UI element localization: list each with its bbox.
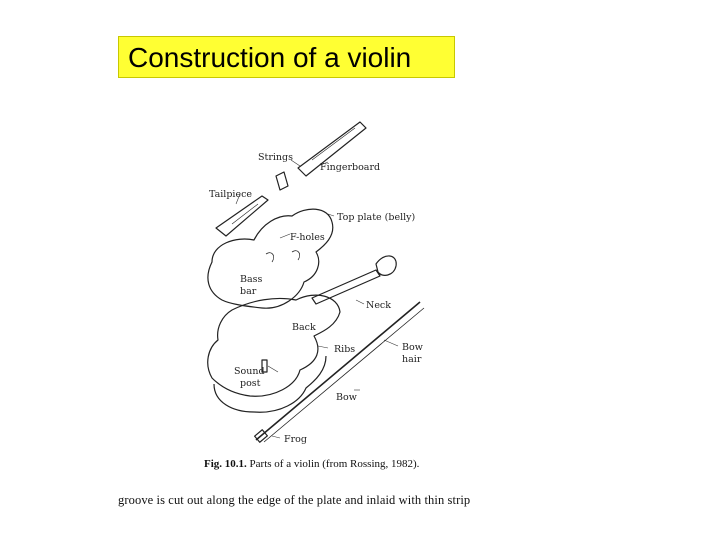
label-tailpiece: Tailpiece (209, 189, 252, 200)
bow-hair-line (263, 307, 425, 443)
caption-number: Fig. 10.1. (204, 458, 247, 470)
tailpiece-shape (215, 195, 269, 237)
label-bass-bar-line1: Bass (240, 274, 263, 285)
label-bow-hair-line2: hair (402, 354, 422, 365)
neck-shape (311, 269, 381, 305)
label-bow-hair-line1: Bow (402, 342, 423, 353)
label-sound-post-line1: Sound (234, 366, 265, 377)
top-plate-shape (207, 208, 334, 309)
figure-caption: Fig. 10.1. Parts of a violin (from Rossi… (204, 458, 419, 470)
label-neck: Neck (366, 300, 391, 311)
label-f-holes: F-holes (290, 232, 325, 243)
bow-stick (255, 301, 421, 441)
label-bow: Bow (336, 392, 357, 403)
back-plate-shape (207, 294, 341, 397)
ribs-shape (213, 355, 327, 413)
fingerboard-shape (297, 121, 367, 177)
caption-text: Parts of a violin (from Rossing, 1982). (249, 458, 420, 470)
frog-shape (253, 429, 269, 443)
slide-title: Construction of a violin (118, 36, 455, 78)
label-sound-post-line2: post (240, 378, 261, 389)
scroll-shape (375, 255, 397, 276)
label-frog: Frog (284, 434, 307, 445)
strings-piece (275, 171, 289, 191)
label-top-plate: Top plate (belly) (337, 212, 415, 223)
sound-post-shape (261, 359, 268, 373)
body-text-excerpt: groove is cut out along the edge of the … (118, 493, 471, 507)
label-strings: Strings (258, 152, 293, 163)
label-back: Back (292, 322, 316, 333)
label-fingerboard: Fingerboard (320, 162, 380, 173)
label-ribs: Ribs (334, 344, 355, 355)
label-bass-bar-line2: bar (240, 286, 257, 297)
